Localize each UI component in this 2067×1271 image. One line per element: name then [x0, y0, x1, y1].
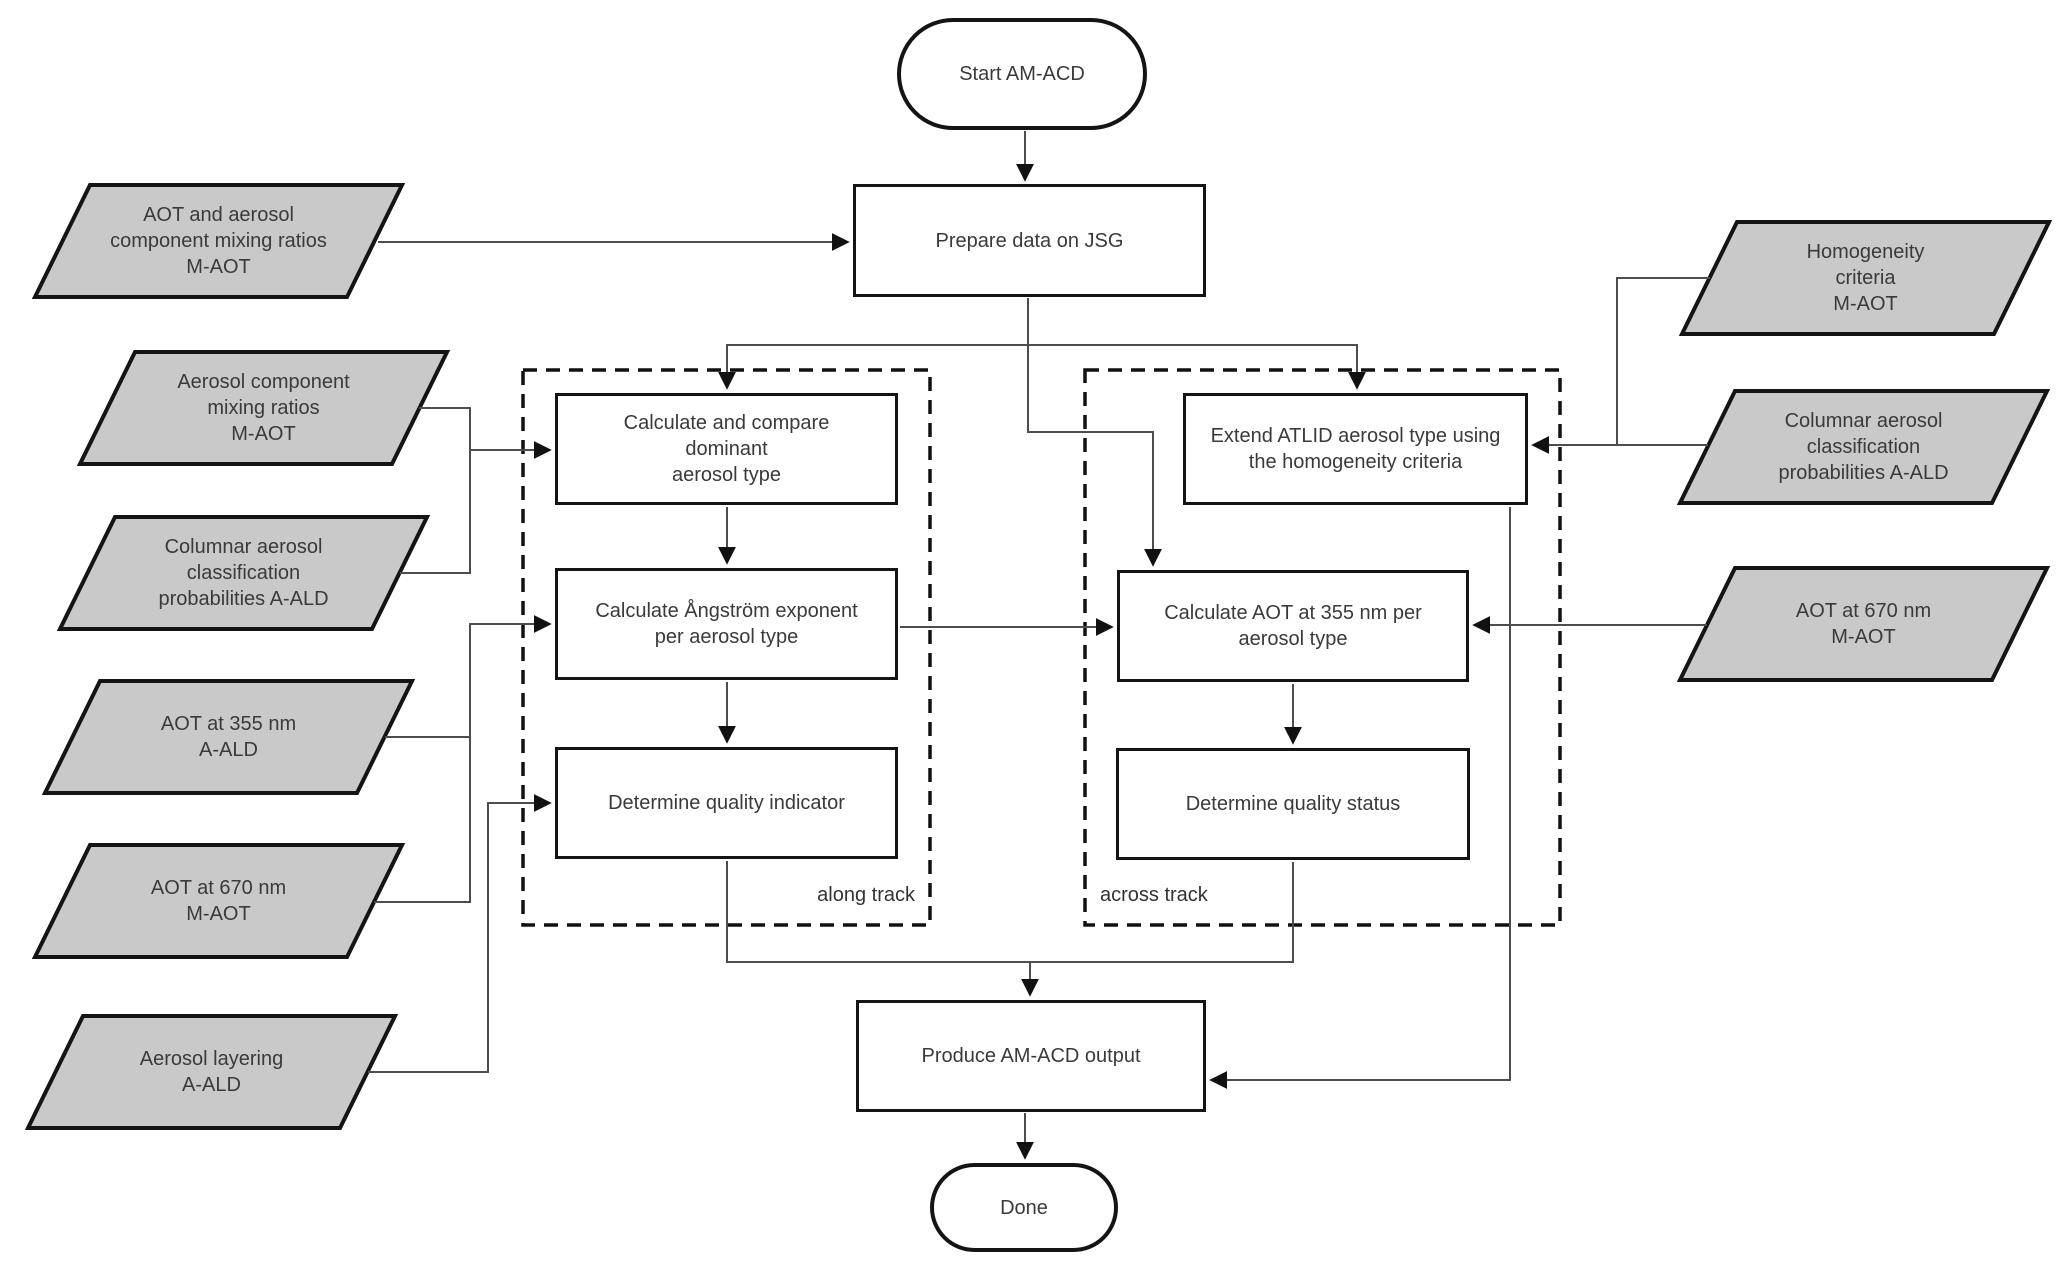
node-start: Start AM-ACD	[897, 18, 1147, 130]
shape-input-columnar-left	[56, 515, 431, 631]
shape-input-aot-and-mixing	[31, 183, 406, 299]
group-across-track-border	[1083, 368, 1562, 927]
bus-status-merge	[1030, 862, 1294, 963]
input-mixing-ratios: Aerosol component mixing ratios M-AOT	[177, 371, 350, 445]
shape-input-aot355	[41, 679, 416, 795]
bus-indicator-merge	[726, 861, 1030, 963]
edge-bus-calcangstrom	[374, 615, 552, 903]
input-columnar-probabilities-right: Columnar aerosol classification probabil…	[1778, 410, 1949, 484]
bus-mixing-columnar	[400, 407, 471, 574]
shape-input-mixing-ratios	[76, 350, 451, 466]
group-label-along-track: along track	[817, 884, 915, 906]
node-calculate-compare-dominant-type: Calculate and compare dominant aerosol t…	[555, 393, 898, 505]
shape-input-aot670-left	[31, 843, 406, 959]
shape-input-layering	[24, 1014, 399, 1130]
edge-prepare-calccompare	[718, 344, 1028, 390]
edge-layering-indicator	[368, 794, 552, 1073]
input-aot-355: AOT at 355 nm A-ALD	[160, 713, 297, 761]
shape-input-aot670-right	[1676, 566, 2051, 682]
group-along-track-border	[521, 368, 932, 927]
node-calculate-angstrom-exponent: Calculate Ångström exponent per aerosol …	[555, 568, 898, 680]
node-determine-quality-status: Determine quality status	[1116, 748, 1470, 860]
node-extend-atlid-aerosol-type: Extend ATLID aerosol type using the homo…	[1183, 393, 1528, 505]
node-produce-output: Produce AM-ACD output	[856, 1000, 1206, 1112]
input-aot-670-left: AOT at 670 nm M-AOT	[150, 877, 287, 925]
shape-input-homogeneity	[1678, 220, 2053, 336]
edge-prepare-calcaot355	[1027, 298, 1162, 567]
node-calculate-aot-355: Calculate AOT at 355 nm per aerosol type	[1117, 570, 1469, 682]
input-aerosol-layering: Aerosol layering A-ALD	[139, 1048, 284, 1096]
input-aot-670-right: AOT at 670 nm M-AOT	[1795, 600, 1932, 648]
bus-homogeneity-join	[1616, 277, 1710, 445]
node-determine-quality-indicator: Determine quality indicator	[555, 747, 898, 859]
input-columnar-probabilities-left: Columnar aerosol classification probabil…	[158, 536, 329, 610]
input-homogeneity-criteria: Homogeneity criteria M-AOT	[1806, 241, 1925, 315]
input-aot-and-mixing-ratios: AOT and aerosol component mixing ratios …	[110, 204, 327, 278]
edge-prepare-extend	[1028, 344, 1366, 390]
group-label-across-track: across track	[1100, 884, 1208, 906]
shape-input-columnar-right	[1676, 389, 2051, 505]
node-prepare-data: Prepare data on JSG	[853, 184, 1206, 297]
node-done: Done	[930, 1163, 1118, 1252]
edge-extend-produce	[1209, 507, 1511, 1089]
